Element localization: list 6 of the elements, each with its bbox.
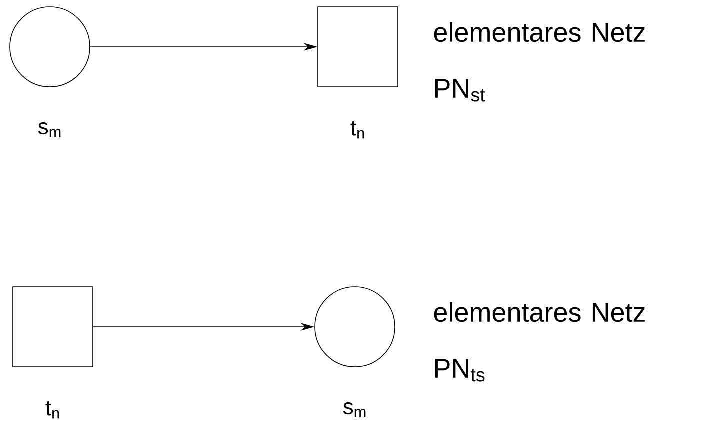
net-caption: elementares Netz PN$_{st}$ xyxy=(434,22,645,102)
net-caption: elementares Netz PN$_{ts}$ xyxy=(434,302,645,382)
place-label: s$_{m}$ xyxy=(38,122,61,138)
place-label: t$_{n}$ xyxy=(350,121,364,139)
place-label: s$_{m}$ xyxy=(343,402,366,418)
place-label: t$_{n}$ xyxy=(46,401,60,419)
